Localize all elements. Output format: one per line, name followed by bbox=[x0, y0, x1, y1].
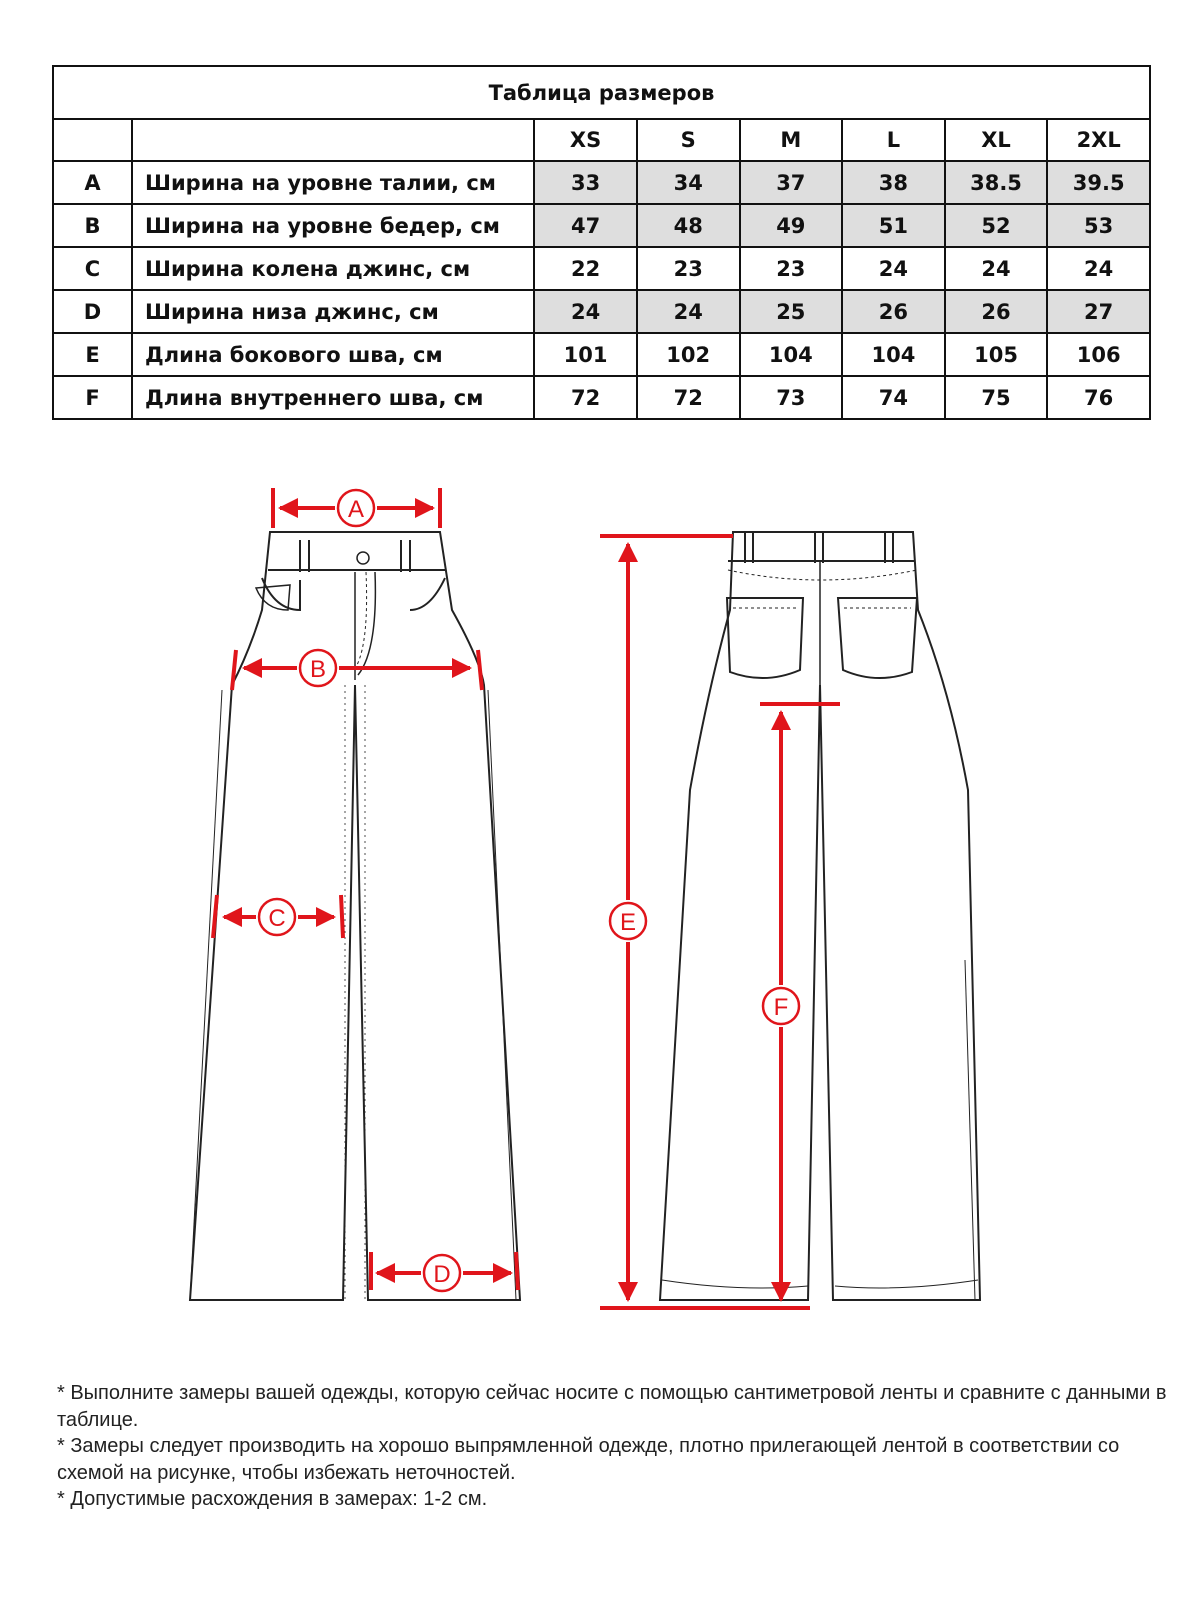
size-value-cell: 26 bbox=[841, 289, 946, 334]
row-label: Длина внутреннего шва, см bbox=[131, 375, 536, 420]
row-label: Ширина на уровне талии, см bbox=[131, 160, 536, 205]
size-value-cell: 48 bbox=[635, 203, 741, 248]
size-value-cell: 38.5 bbox=[943, 160, 1049, 205]
table-title: Таблица размеров bbox=[52, 65, 1151, 120]
measure-d bbox=[369, 1251, 520, 1293]
measure-a bbox=[271, 488, 442, 528]
size-header: M bbox=[738, 118, 844, 162]
size-value-cell: 37 bbox=[738, 160, 844, 205]
measure-f bbox=[760, 702, 840, 1302]
size-value-cell: 33 bbox=[533, 160, 638, 205]
measure-d-label: D bbox=[433, 1261, 450, 1288]
size-value-cell: 24 bbox=[841, 246, 946, 291]
measurement-notes: * Выполните замеры вашей одежды, которую… bbox=[57, 1380, 1167, 1513]
row-code: C bbox=[51, 246, 134, 291]
size-value-cell: 26 bbox=[943, 289, 1049, 334]
size-value-cell: 72 bbox=[533, 375, 638, 420]
size-value-cell: 24 bbox=[533, 289, 638, 334]
back-jeans-outline bbox=[658, 531, 982, 1301]
row-label: Ширина низа джинс, см bbox=[131, 289, 536, 334]
size-header: S bbox=[635, 118, 741, 162]
jeans-diagram: A B C D E F bbox=[188, 488, 982, 1310]
size-header: XS bbox=[533, 118, 638, 162]
size-value-cell: 102 bbox=[635, 332, 741, 377]
size-value-cell: 75 bbox=[943, 375, 1049, 420]
size-header: XL bbox=[943, 118, 1049, 162]
size-value-cell: 73 bbox=[738, 375, 844, 420]
size-value-cell: 104 bbox=[738, 332, 844, 377]
size-value-cell: 106 bbox=[1046, 332, 1151, 377]
front-jeans-outline bbox=[188, 531, 522, 1301]
row-code: D bbox=[51, 289, 134, 334]
empty-header-cell bbox=[51, 118, 134, 162]
size-value-cell: 34 bbox=[635, 160, 741, 205]
size-value-cell: 27 bbox=[1046, 289, 1151, 334]
note-1: * Выполните замеры вашей одежды, которую… bbox=[57, 1382, 1167, 1431]
size-header-row: XS S M L XL 2XL bbox=[51, 118, 1151, 162]
empty-header-cell bbox=[131, 118, 536, 162]
size-value-cell: 23 bbox=[738, 246, 844, 291]
size-value-cell: 51 bbox=[841, 203, 946, 248]
size-value-cell: 24 bbox=[635, 289, 741, 334]
size-value-cell: 39.5 bbox=[1046, 160, 1151, 205]
measure-f-label: F bbox=[774, 994, 789, 1021]
row-label: Ширина на уровне бедер, см bbox=[131, 203, 536, 248]
measure-a-label: A bbox=[348, 496, 364, 523]
note-3: * Допустимые расхождения в замерах: 1-2 … bbox=[57, 1488, 488, 1510]
measure-e-label: E bbox=[620, 909, 636, 936]
row-label: Длина бокового шва, см bbox=[131, 332, 536, 377]
size-value-cell: 53 bbox=[1046, 203, 1151, 248]
row-code: F bbox=[51, 375, 134, 420]
size-header: 2XL bbox=[1046, 118, 1151, 162]
size-value-cell: 47 bbox=[533, 203, 638, 248]
size-value-cell: 24 bbox=[1046, 246, 1151, 291]
row-code: B bbox=[51, 203, 134, 248]
size-value-cell: 24 bbox=[943, 246, 1049, 291]
size-value-cell: 74 bbox=[841, 375, 946, 420]
measure-c-label: C bbox=[268, 905, 285, 932]
size-value-cell: 101 bbox=[533, 332, 638, 377]
row-label: Ширина колена джинс, см bbox=[131, 246, 536, 291]
size-value-cell: 72 bbox=[635, 375, 741, 420]
measure-c bbox=[211, 894, 345, 939]
size-header: L bbox=[841, 118, 946, 162]
size-value-cell: 25 bbox=[738, 289, 844, 334]
size-value-cell: 105 bbox=[943, 332, 1049, 377]
size-value-cell: 76 bbox=[1046, 375, 1151, 420]
row-code: E bbox=[51, 332, 134, 377]
measure-b bbox=[230, 648, 484, 691]
row-code: A bbox=[51, 160, 134, 205]
size-value-cell: 49 bbox=[738, 203, 844, 248]
note-2: * Замеры следует производить на хорошо в… bbox=[57, 1435, 1120, 1484]
measure-e bbox=[600, 534, 810, 1310]
size-value-cell: 22 bbox=[533, 246, 638, 291]
measure-b-label: B bbox=[310, 656, 326, 683]
size-value-cell: 23 bbox=[635, 246, 741, 291]
size-value-cell: 38 bbox=[841, 160, 946, 205]
size-value-cell: 52 bbox=[943, 203, 1049, 248]
size-value-cell: 104 bbox=[841, 332, 946, 377]
